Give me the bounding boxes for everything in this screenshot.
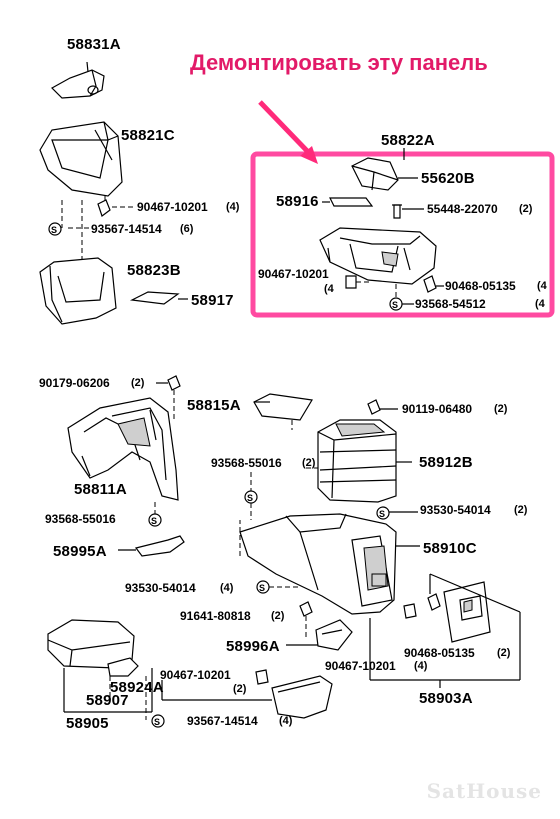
svg-text:S: S (247, 493, 253, 503)
label-93568-55016-a: 93568-55016 (211, 456, 282, 470)
clip-90467-box (345, 275, 357, 289)
label-58995a: 58995A (53, 543, 107, 560)
removal-instruction: Демонтировать эту панель (190, 50, 488, 75)
label-58905: 58905 (66, 715, 109, 732)
label-58917: 58917 (191, 292, 234, 309)
panel-58821c (39, 121, 123, 197)
label-58907: 58907 (86, 692, 129, 709)
label-91641-80818: 91641-80818 (180, 609, 251, 623)
tray-58822a (319, 227, 437, 285)
svg-text:S: S (259, 583, 265, 593)
label-55620b: 55620B (421, 170, 475, 187)
svg-text:S: S (154, 717, 160, 727)
svg-text:S: S (392, 300, 398, 310)
qty-90467-10201-d: (4) (414, 660, 428, 672)
label-58910c: 58910C (423, 540, 477, 557)
qty-90119-06480: (2) (494, 403, 508, 415)
label-90467-10201-d: 90467-10201 (325, 659, 396, 673)
mat-58917 (129, 291, 180, 305)
qty-93567-14514-b: (4) (279, 715, 293, 727)
label-90179-06206: 90179-06206 (39, 376, 110, 390)
label-58823b: 58823B (127, 262, 181, 279)
arrow-head (300, 146, 318, 164)
qty-90468-05135-b: (2) (497, 647, 511, 659)
label-58924a: 58924A (110, 679, 164, 696)
qty-93568-55016-a: (2) (302, 457, 316, 469)
upper-rear-panel-58811a (67, 397, 179, 501)
label-93568-54512: 93568-54512 (415, 297, 486, 311)
lid-58815a (253, 393, 313, 421)
main-console-58910c (239, 513, 397, 615)
insert-58916 (329, 197, 374, 207)
label-58912b: 58912B (419, 454, 473, 471)
label-90468-05135-b: 90468-05135 (404, 646, 475, 660)
clip-90468-box (423, 275, 437, 293)
label-93568-55016-b: 93568-55016 (45, 512, 116, 526)
svg-text:S: S (51, 225, 57, 235)
label-58831a: 58831A (67, 36, 121, 53)
screw-90119 (367, 399, 381, 415)
qty-55448-22070: (2) (519, 203, 533, 215)
qty-90467-10201-top: (4) (226, 201, 240, 213)
switch-panel-58903a (443, 581, 491, 643)
highlight-box (250, 151, 555, 318)
svg-text:S: S (379, 509, 385, 519)
label-58996a: 58996A (226, 638, 280, 655)
label-58903a: 58903A (419, 690, 473, 707)
qty-90467-10201-box: (4 (324, 283, 334, 295)
qty-93568-54512: (4 (535, 298, 545, 310)
clip-90467-lower (255, 669, 269, 685)
label-90467-10201-top: 90467-10201 (137, 200, 208, 214)
box-58912b (317, 419, 397, 503)
label-90467-10201-c: 90467-10201 (160, 668, 231, 682)
label-93567-14514-b: 93567-14514 (187, 714, 258, 728)
lower-panel-58823b (39, 257, 117, 325)
qty-93567-14514-top: (6) (180, 223, 194, 235)
label-55448-22070: 55448-22070 (427, 202, 498, 216)
qty-90468-05135-box: (4 (537, 280, 547, 292)
console-cap-58831a (51, 61, 105, 99)
label-93530-54014-a: 93530-54014 (420, 503, 491, 517)
clip-91641 (299, 601, 313, 617)
label-90468-05135-box: 90468-05135 (445, 279, 516, 293)
label-58811a: 58811A (74, 481, 127, 498)
qty-93530-54014-b: (4) (220, 582, 234, 594)
clips-90468-lower (403, 593, 441, 619)
qty-93530-54014-a: (2) (514, 504, 528, 516)
label-58821c: 58821C (121, 127, 175, 144)
svg-text:S: S (151, 516, 157, 526)
screw-90179 (167, 375, 181, 391)
qty-90467-10201-c: (2) (233, 683, 247, 695)
clip-90467-top (97, 199, 111, 217)
bulb-55448 (392, 204, 402, 219)
bracket-58995a (134, 535, 185, 557)
bracket-58996a (315, 619, 353, 651)
watermark: SatHouse (426, 779, 542, 803)
label-58822a: 58822A (381, 132, 435, 149)
armrest-58905 (47, 619, 135, 669)
label-93530-54014-b: 93530-54014 (125, 581, 196, 595)
lid-55620b (351, 157, 399, 191)
label-90467-10201-box: 90467-10201 (258, 267, 329, 281)
qty-90179-06206: (2) (131, 377, 145, 389)
label-93567-14514-top: 93567-14514 (91, 222, 162, 236)
console-end-cap (271, 675, 333, 719)
qty-91641-80818: (2) (271, 610, 285, 622)
label-58815a: 58815A (187, 397, 241, 414)
label-90119-06480: 90119-06480 (402, 402, 473, 416)
label-58916: 58916 (276, 193, 319, 210)
hinge-58924a (107, 657, 139, 677)
arrow-shaft (258, 100, 314, 158)
